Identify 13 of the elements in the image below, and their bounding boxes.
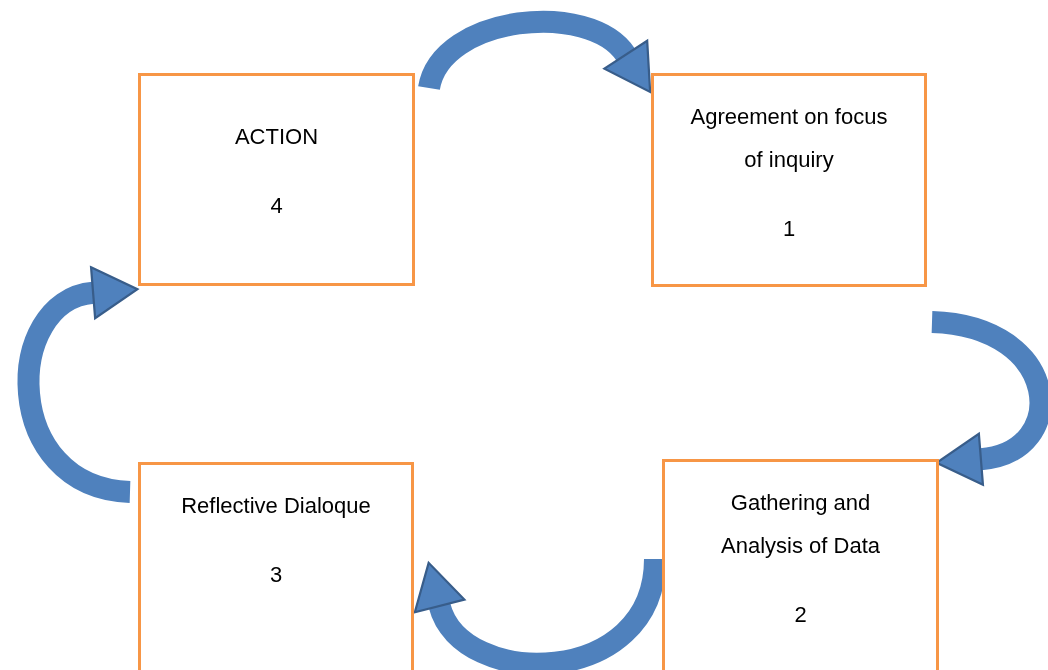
- step-label: Gathering and Analysis of Data: [720, 489, 881, 560]
- process-box: [138, 73, 415, 286]
- process-box: [651, 73, 927, 287]
- curved-arrow: [930, 311, 1048, 486]
- step-number: 1: [782, 214, 796, 243]
- step-number: 4: [270, 191, 283, 220]
- process-box: [662, 459, 939, 670]
- process-box: [138, 462, 414, 670]
- step-label: ACTION: [234, 123, 319, 151]
- step-number: 3: [269, 560, 283, 589]
- step-label: Reflective Dialoque: [181, 492, 371, 520]
- step-number: 2: [794, 600, 807, 629]
- step-label: Agreement on focus of inquiry: [689, 103, 889, 174]
